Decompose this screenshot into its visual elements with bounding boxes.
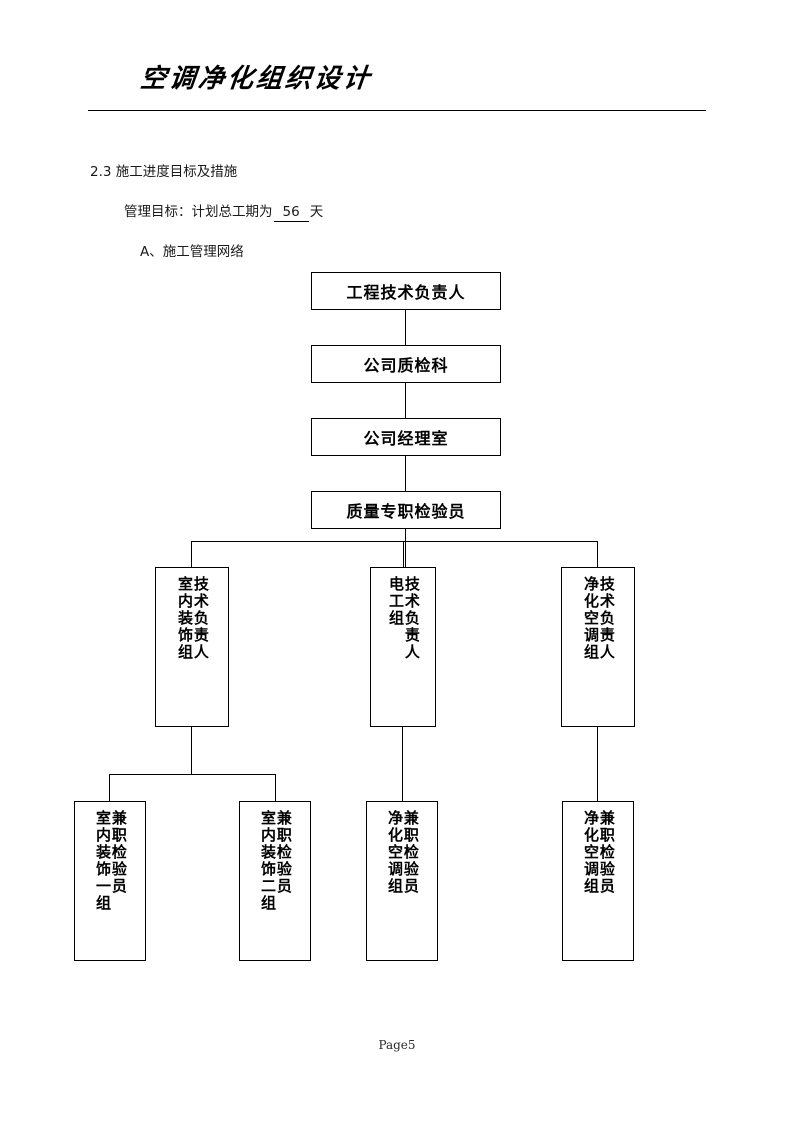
subsection-heading: A、施工管理网络 (140, 244, 244, 260)
org-node-interior-decoration-team[interactable]: 技术负责人 室内装饰组 (155, 567, 229, 727)
org-node-company-qc-department[interactable]: 公司质检科 (311, 345, 501, 383)
org-node-chief-engineer[interactable]: 工程技术负责人 (311, 272, 501, 310)
org-node-quality-inspector[interactable]: 质量专职检验员 (311, 491, 501, 529)
connector-deco-team-stem (191, 727, 193, 775)
org-node-clean-hvac-team[interactable]: 技术负责人 净化空调组 (561, 567, 635, 727)
org-node-deco-group-1[interactable]: 兼职检验员 室内装饰一组 (74, 801, 146, 961)
org-node-deco-1-role: 兼职检验员 (109, 810, 128, 895)
org-node-company-manager-office[interactable]: 公司经理室 (311, 418, 501, 456)
org-node-hvac-1-group: 净化空调组 (386, 810, 404, 895)
connector-drop-hvac-team (597, 541, 599, 567)
org-node-deco-2-role: 兼职检验员 (274, 810, 293, 895)
header-divider (88, 110, 706, 111)
connector-qc-to-mgr (405, 383, 407, 418)
org-node-deco-group-2[interactable]: 兼职检验员 室内装饰二组 (239, 801, 311, 961)
connector-mgr-to-inspector (405, 456, 407, 491)
construction-management-org-chart: 工程技术负责人 公司质检科 公司经理室 质量专职检验员 技术负责人 室内装饰组 … (74, 272, 635, 961)
org-node-elec-team-group: 电工组 (387, 576, 405, 627)
org-node-hvac-team-role: 技术负责人 (597, 576, 616, 661)
org-node-elec-team-role: 技术负责人 (402, 576, 421, 661)
goal-duration-value: 56 (273, 203, 309, 222)
connector-inspector-stem (405, 529, 407, 567)
connector-drop-deco-1 (109, 774, 111, 801)
org-node-hvac-team-group: 净化空调组 (582, 576, 600, 661)
org-node-deco-2-group: 室内装饰二组 (259, 810, 277, 912)
org-node-deco-team-group: 室内装饰组 (176, 576, 194, 661)
goal-unit: 天 (309, 204, 324, 220)
connector-hvac-team-to-hvac-2 (597, 727, 599, 801)
org-node-hvac-group-1[interactable]: 兼职检验员 净化空调组 (366, 801, 438, 961)
connector-inspector-bus (191, 541, 598, 543)
goal-label: 管理目标：计划总工期为 (124, 204, 273, 220)
document-header: 空调净化组织设计 (88, 58, 706, 112)
connector-drop-elec-team (403, 541, 405, 567)
connector-deco-team-bus (109, 774, 276, 776)
connector-chief-to-qc (405, 310, 407, 345)
org-node-electrical-team[interactable]: 技术负责人 电工组 (370, 567, 436, 727)
org-node-hvac-1-role: 兼职检验员 (401, 810, 420, 895)
connector-drop-deco-2 (275, 774, 277, 801)
page-footer: Page5 (378, 1038, 416, 1052)
org-node-deco-1-group: 室内装饰一组 (94, 810, 112, 912)
org-node-hvac-2-role: 兼职检验员 (597, 810, 616, 895)
org-node-hvac-2-group: 净化空调组 (582, 810, 600, 895)
org-node-hvac-group-2[interactable]: 兼职检验员 净化空调组 (562, 801, 634, 961)
connector-drop-deco-team (191, 541, 193, 567)
org-node-deco-team-role: 技术负责人 (191, 576, 210, 661)
section-heading: 2.3 施工进度目标及措施 (90, 164, 238, 180)
connector-elec-team-to-hvac-1 (402, 727, 404, 801)
